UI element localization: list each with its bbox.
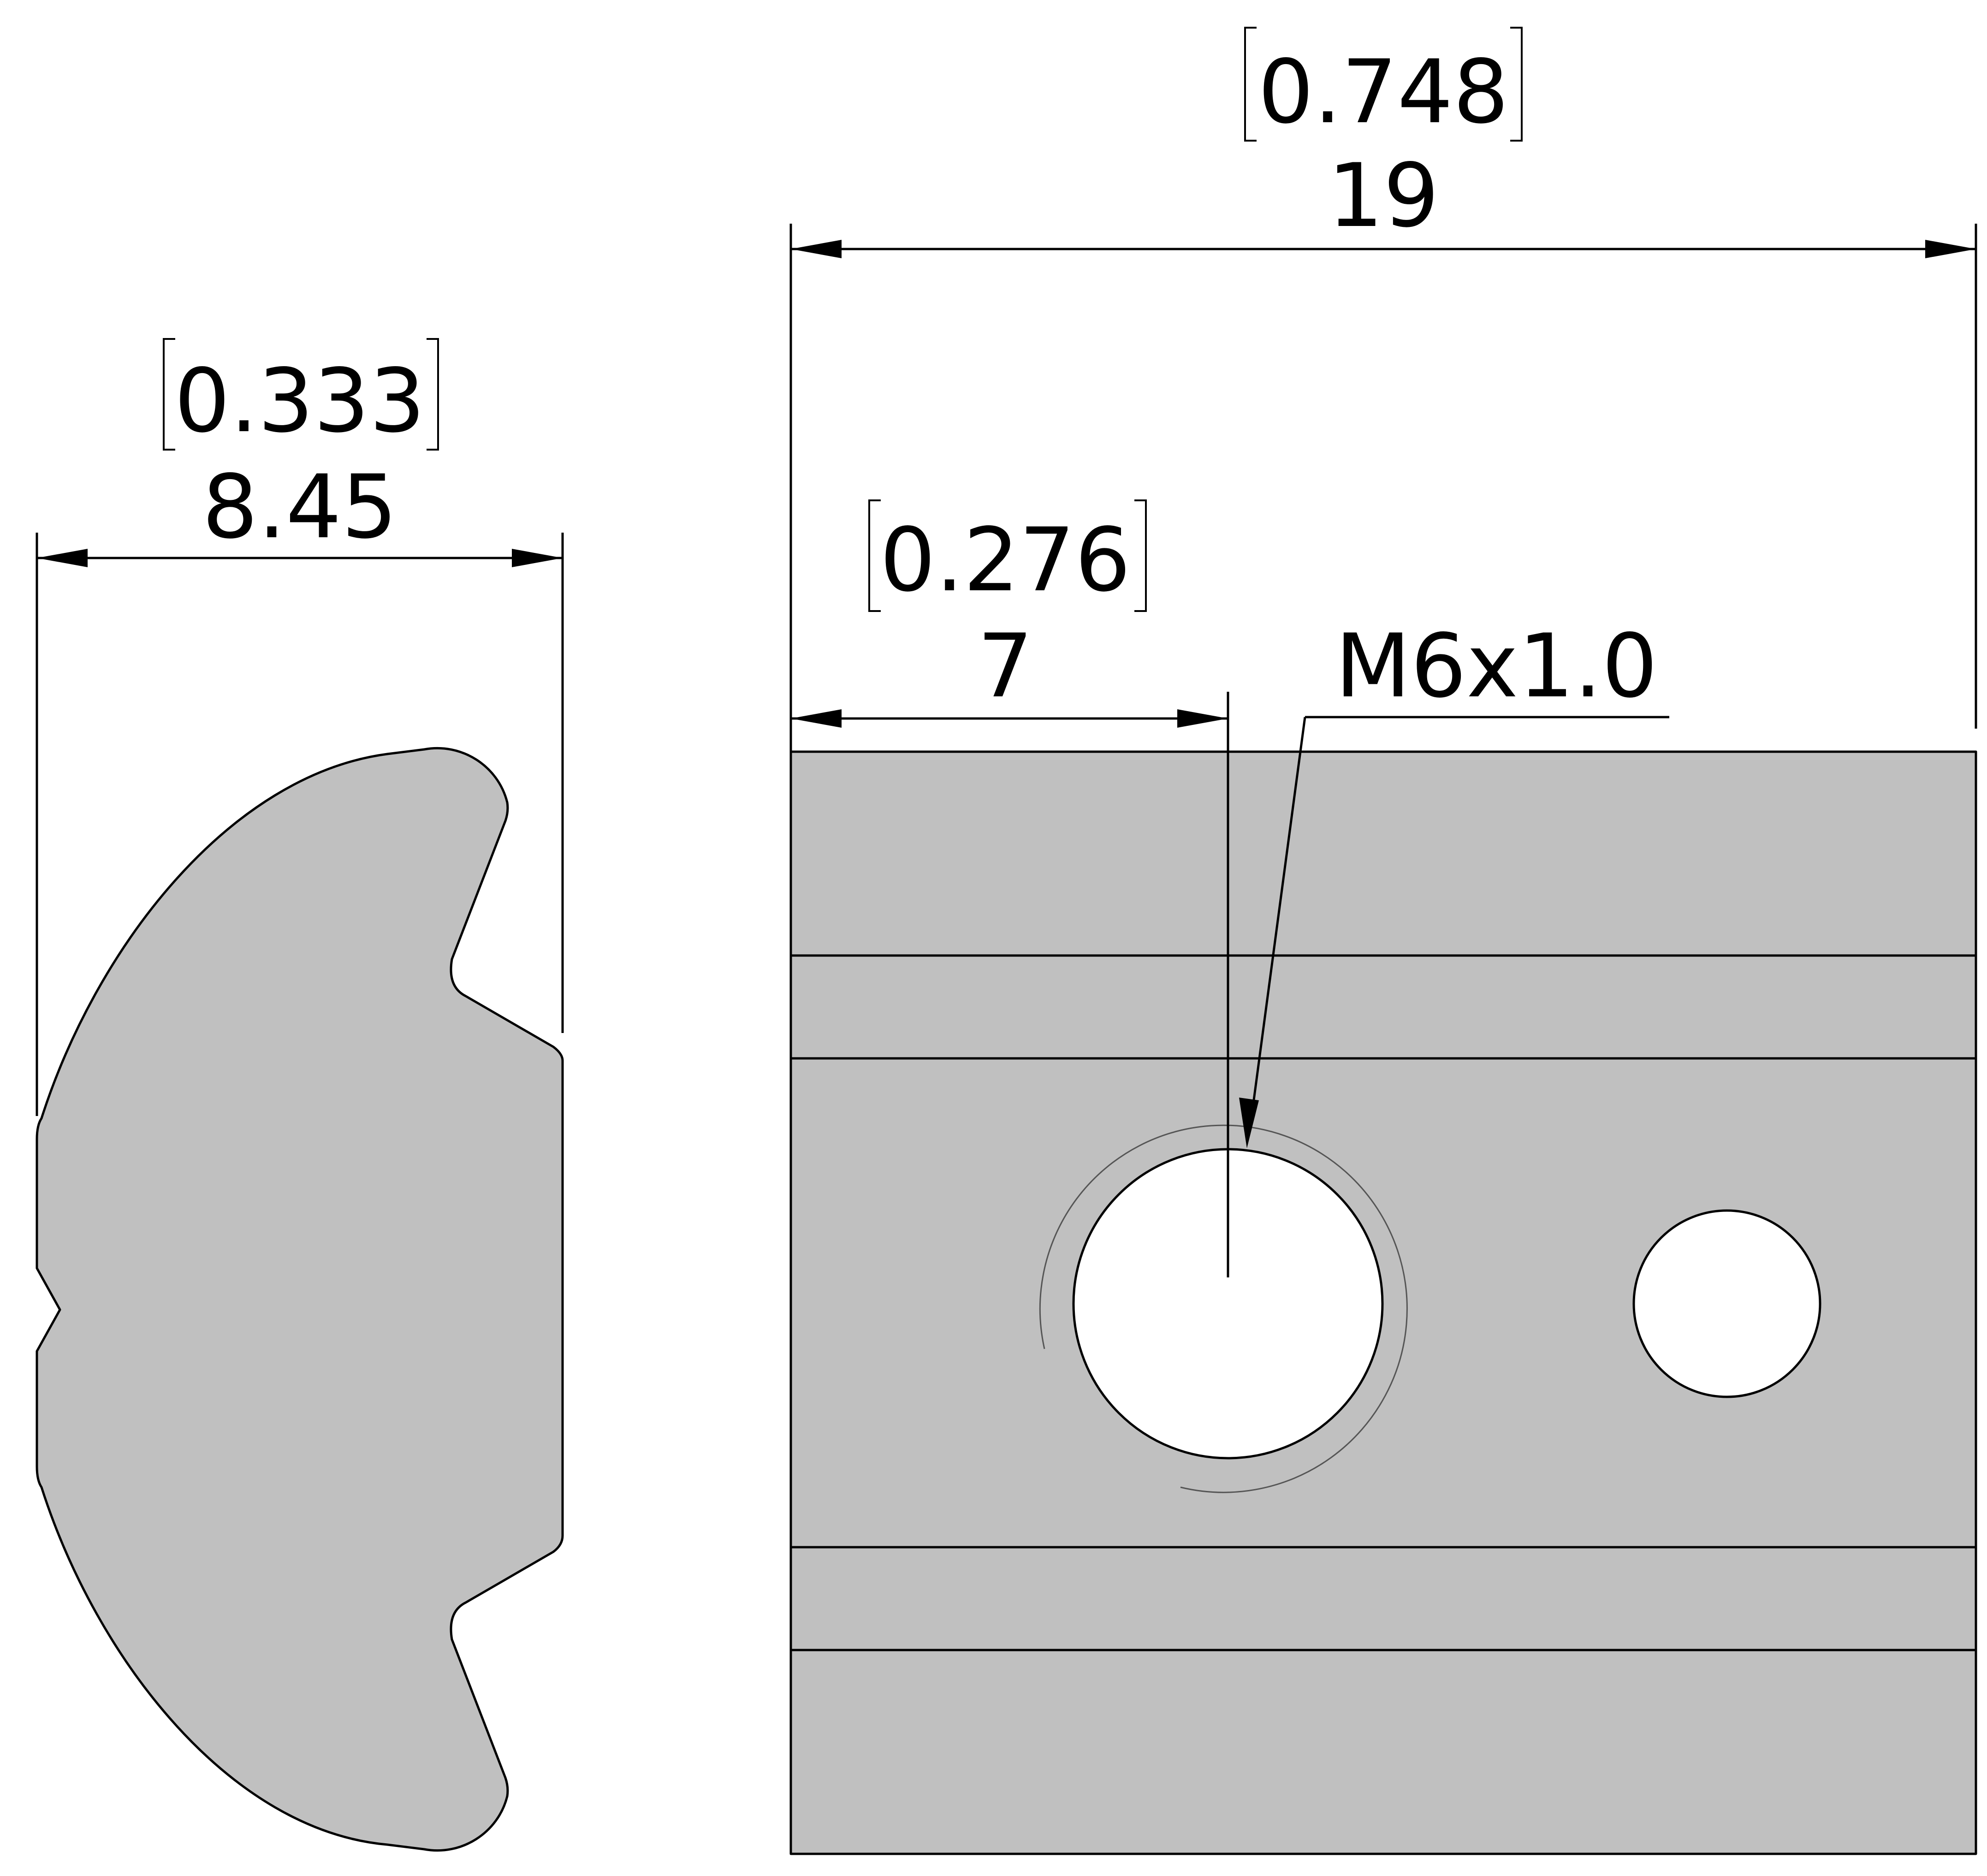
length-arrow-right (1925, 240, 1976, 258)
thread-outline (1039, 1124, 1408, 1493)
length-inch-bracket-left (1244, 27, 1257, 142)
small-hole (1632, 1209, 1821, 1398)
width-inch-label: 0.333 (174, 350, 425, 452)
width-inch-bracket-left (163, 338, 175, 451)
thread-leader-arrow (1239, 1098, 1259, 1148)
thread-leader-line (1250, 717, 1306, 1121)
length-inch-bracket-right (1510, 27, 1523, 142)
side-profile-view: 8.45 0.333 (36, 338, 564, 1852)
offset-arrow-left (791, 709, 842, 728)
width-inch-bracket-right (427, 338, 439, 451)
offset-inch-bracket-right (1134, 499, 1147, 612)
thread-callout-label: M6x1.0 (1335, 615, 1657, 717)
length-inch-label: 0.748 (1258, 41, 1509, 143)
length-mm-label: 19 (1328, 145, 1439, 247)
offset-inch-bracket-left (868, 499, 881, 612)
width-mm-label: 8.45 (202, 456, 397, 558)
offset-inch-label: 0.276 (880, 509, 1131, 611)
t-nut-profile (36, 747, 564, 1852)
length-arrow-left (791, 240, 842, 258)
offset-mm-label: 7 (978, 615, 1033, 717)
width-arrow-right (512, 549, 563, 567)
top-view: 19 0.748 7 0.276 M6x1.0 (789, 27, 1977, 1855)
offset-arrow-right (1177, 709, 1228, 728)
width-arrow-left (37, 549, 88, 567)
